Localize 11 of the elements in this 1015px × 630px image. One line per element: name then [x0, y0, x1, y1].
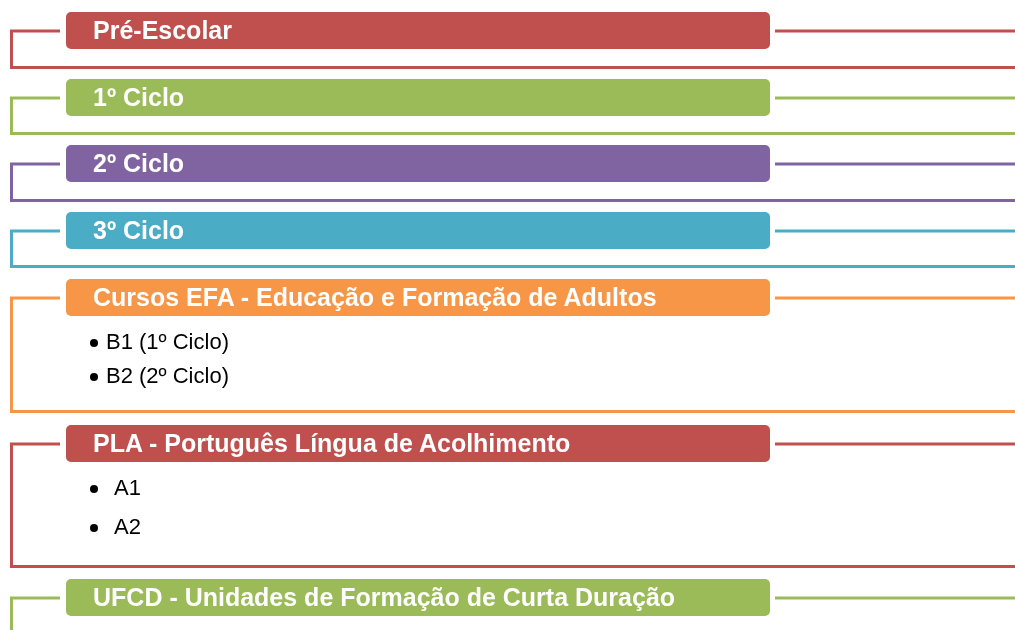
section-header: UFCD - Unidades de Formação de Curta Duração — [66, 579, 770, 616]
section-header: 1º Ciclo — [66, 79, 770, 116]
bullet-item: B1 (1º Ciclo) — [106, 329, 229, 355]
section-header: 3º Ciclo — [66, 212, 770, 249]
section-header: PLA - Português Língua de Acolhimento — [66, 425, 770, 462]
section-header: Cursos EFA - Educação e Formação de Adultos — [66, 279, 770, 316]
section-header: Pré-Escolar — [66, 12, 770, 49]
bullet-item: A2 — [114, 514, 141, 540]
section-header: 2º Ciclo — [66, 145, 770, 182]
bullet-item: B2 (2º Ciclo) — [106, 363, 229, 389]
bullet-item: A1 — [114, 475, 141, 501]
